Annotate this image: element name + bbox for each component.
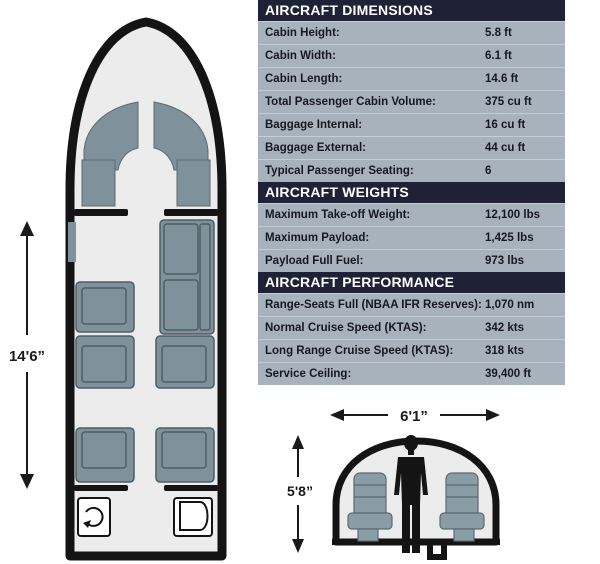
spec-row: Total Passenger Cabin Volume: 375 cu ft xyxy=(258,90,565,113)
club-seat-left-aft xyxy=(75,335,135,389)
sink-icon xyxy=(77,497,111,537)
cabin-cross-section: 6'1” 5'8” xyxy=(287,408,500,560)
spec-row: Long Range Cruise Speed (KTAS): 318 kts xyxy=(258,339,565,362)
section-header-performance: AIRCRAFT PERFORMANCE xyxy=(258,272,565,293)
rear-seat-right xyxy=(155,427,215,483)
spec-label: Maximum Payload: xyxy=(265,232,370,244)
spec-label: Range-Seats Full (NBAA IFR Reserves): xyxy=(265,299,482,311)
cabin-width-arrow xyxy=(330,409,500,421)
spec-label: Maximum Take-off Weight: xyxy=(265,209,411,221)
spec-row: Normal Cruise Speed (KTAS): 342 kts xyxy=(258,316,565,339)
spec-row: Range-Seats Full (NBAA IFR Reserves):1,0… xyxy=(258,293,565,316)
spec-value: 6 xyxy=(485,165,492,177)
club-seat-left-forward xyxy=(75,281,135,333)
cross-section-seat-right xyxy=(439,472,485,542)
aft-bulkhead xyxy=(74,485,218,491)
cabin-length-label: 14'6” xyxy=(9,348,45,365)
section-header-weights: AIRCRAFT WEIGHTS xyxy=(258,182,565,203)
toilet-icon xyxy=(173,497,213,537)
spec-label: Total Passenger Cabin Volume: xyxy=(265,96,436,108)
cabin-height-label: 5'8” xyxy=(287,483,313,499)
spec-value: 16 cu ft xyxy=(485,119,526,131)
cabin-length-arrow xyxy=(20,221,34,489)
section-header-dimensions: AIRCRAFT DIMENSIONS xyxy=(258,0,565,21)
spec-value: 5.8 ft xyxy=(485,27,512,39)
spec-value: 14.6 ft xyxy=(485,73,519,85)
spec-value: 375 cu ft xyxy=(485,96,532,108)
spec-row: Maximum Take-off Weight: 12,100 lbs xyxy=(258,203,565,226)
club-seat-right-aft xyxy=(155,335,215,389)
cockpit-bulkhead xyxy=(74,209,218,216)
cross-section-seat-left xyxy=(347,472,393,542)
spec-label: Normal Cruise Speed (KTAS): xyxy=(265,322,427,334)
spec-label: Service Ceiling: xyxy=(265,368,352,380)
spec-row: Payload Full Fuel: 973 lbs xyxy=(258,249,565,272)
spec-label: Typical Passenger Seating: xyxy=(265,165,414,177)
spec-label: Payload Full Fuel: xyxy=(265,255,364,267)
spec-label: Long Range Cruise Speed (KTAS): xyxy=(265,345,454,357)
rear-seat-left xyxy=(75,427,135,483)
spec-label: Baggage External: xyxy=(265,142,366,154)
spec-value: 318 kts xyxy=(485,345,525,357)
spec-row: Cabin Length: 14.6 ft xyxy=(258,67,565,90)
spec-label: Cabin Length: xyxy=(265,73,343,85)
spec-label: Cabin Width: xyxy=(265,50,336,62)
specs-table: AIRCRAFT DIMENSIONS Cabin Height:5.8 ft … xyxy=(258,0,565,385)
spec-label: Cabin Height: xyxy=(265,27,340,39)
cockpit-seats xyxy=(81,101,211,207)
spec-value: 1,425 lbs xyxy=(485,232,534,244)
spec-row: Baggage External: 44 cu ft xyxy=(258,136,565,159)
spec-value: 973 lbs xyxy=(485,255,524,267)
person-silhouette-icon xyxy=(394,435,428,553)
spec-row: Typical Passenger Seating: 6 xyxy=(258,159,565,182)
spec-value: 6.1 ft xyxy=(485,50,512,62)
spec-row: Service Ceiling: 39,400 ft xyxy=(258,362,565,385)
spec-row: Maximum Payload: 1,425 lbs xyxy=(258,226,565,249)
cabin-height-arrow xyxy=(292,435,304,553)
spec-row: Cabin Height: 5.8 ft xyxy=(258,21,565,44)
left-wall-panel xyxy=(68,222,76,262)
divan-seat xyxy=(159,219,215,335)
spec-label: Baggage Internal: xyxy=(265,119,363,131)
cabin-floorplan: 14'6” xyxy=(9,17,227,561)
spec-value: 44 cu ft xyxy=(485,142,526,154)
spec-value: 1,070 nm xyxy=(485,299,535,311)
spec-value: 39,400 ft xyxy=(485,368,532,380)
cabin-width-label: 6'1” xyxy=(400,408,428,425)
spec-row: Cabin Width: 6.1 ft xyxy=(258,44,565,67)
spec-value: 342 kts xyxy=(485,322,525,334)
spec-value: 12,100 lbs xyxy=(485,209,540,221)
spec-row: Baggage Internal: 16 cu ft xyxy=(258,113,565,136)
